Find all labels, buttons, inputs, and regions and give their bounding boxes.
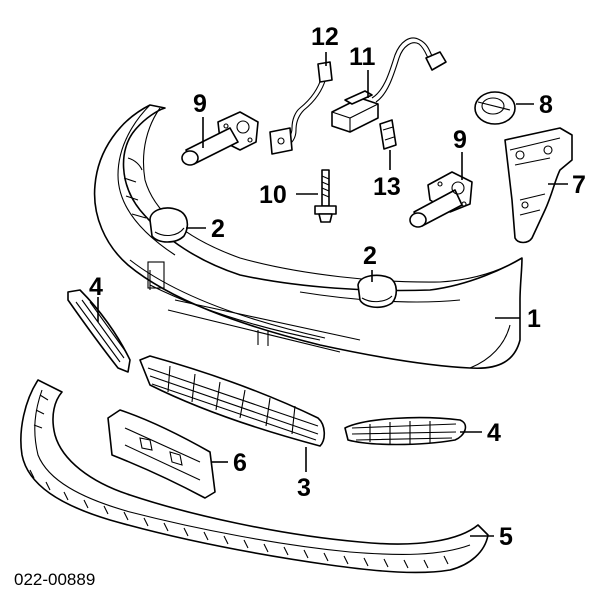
mount-absorber-right — [409, 171, 473, 228]
side-grille-right — [344, 416, 467, 446]
mount-absorber-left — [181, 111, 259, 166]
callout-4-right: 4 — [487, 419, 501, 447]
center-grille — [139, 355, 326, 447]
lower-valance — [20, 379, 489, 574]
callout-9-right: 9 — [453, 126, 467, 154]
callout-2-right: 2 — [363, 242, 377, 270]
callout-6: 6 — [233, 449, 247, 477]
callout-13: 13 — [373, 173, 401, 201]
callout-5: 5 — [499, 523, 513, 551]
callout-4-left: 4 — [89, 273, 103, 301]
callout-7: 7 — [572, 171, 586, 199]
sensor-harness — [331, 37, 447, 133]
diagram-reference-number: 022-00889 — [14, 570, 95, 589]
grommet — [474, 91, 516, 125]
bolt — [314, 169, 337, 223]
callout-11: 11 — [349, 43, 376, 71]
callout-12: 12 — [311, 23, 339, 51]
callout-3: 3 — [297, 474, 311, 502]
callout-labels: 1 2 2 3 4 4 5 6 7 8 9 9 10 11 12 13 — [89, 23, 586, 551]
wiring-bracket — [269, 61, 333, 155]
callout-2-left: 2 — [211, 215, 225, 243]
fog-lamp-cover-right — [357, 274, 398, 309]
callout-8: 8 — [539, 91, 553, 119]
leader-lines — [97, 52, 568, 537]
callout-9-left: 9 — [193, 90, 207, 118]
callout-10: 10 — [259, 181, 287, 209]
clip — [379, 119, 397, 150]
bumper-cover — [93, 104, 523, 370]
callout-1: 1 — [527, 305, 541, 333]
side-mount-bracket — [504, 127, 573, 244]
license-plate-bracket — [107, 409, 216, 499]
fog-lamp-cover-left — [149, 207, 189, 243]
side-grille-left — [67, 289, 131, 373]
